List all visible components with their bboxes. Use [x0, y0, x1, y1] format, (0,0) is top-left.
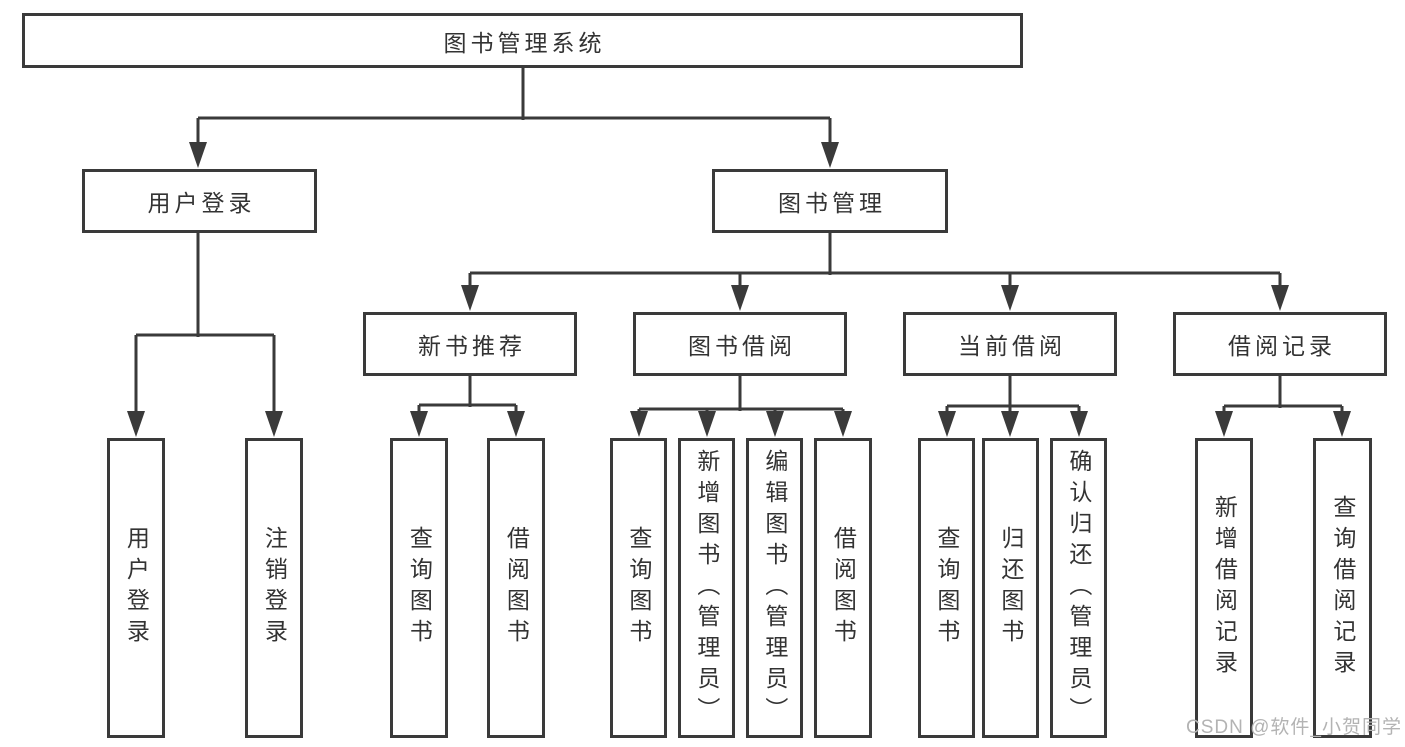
node-label: 新增借阅记录 — [1211, 495, 1238, 681]
node-current-borrowing: 当前借阅 — [903, 312, 1117, 376]
leaf-confirm-return-admin: 确认归还（管理员） — [1050, 438, 1107, 738]
leaf-query-books-recommend: 查询图书 — [390, 438, 448, 738]
node-label: 新增图书（管理员） — [693, 448, 720, 728]
node-label: 图书管理 — [778, 190, 886, 216]
leaf-query-books-current: 查询图书 — [918, 438, 975, 738]
leaf-user-login: 用户登录 — [107, 438, 165, 738]
leaf-query-borrowing-record: 查询借阅记录 — [1313, 438, 1372, 738]
leaf-add-borrowing-record: 新增借阅记录 — [1195, 438, 1253, 738]
watermark: CSDN @软件_小贺同学 — [1186, 717, 1402, 738]
node-label: 查询图书 — [625, 526, 652, 650]
node-label: 借阅记录 — [1228, 333, 1336, 359]
leaf-return-books: 归还图书 — [982, 438, 1039, 738]
node-library-management-system: 图书管理系统 — [22, 13, 1023, 68]
node-label: 查询图书 — [933, 526, 960, 650]
leaf-add-books-admin: 新增图书（管理员） — [678, 438, 735, 738]
node-book-management: 图书管理 — [712, 169, 948, 233]
leaf-borrow-books-recommend: 借阅图书 — [487, 438, 545, 738]
node-label: 新书推荐 — [418, 333, 526, 359]
node-label: 借阅图书 — [830, 526, 857, 650]
node-label: 用户登录 — [147, 190, 256, 216]
node-label: 归还图书 — [997, 526, 1024, 650]
leaf-logout: 注销登录 — [245, 438, 303, 738]
leaf-edit-books-admin: 编辑图书（管理员） — [746, 438, 803, 738]
node-new-book-recommendation: 新书推荐 — [363, 312, 577, 376]
node-label: 当前借阅 — [958, 333, 1066, 359]
node-label: 查询借阅记录 — [1329, 495, 1356, 681]
node-label: 用户登录 — [123, 526, 150, 650]
node-borrowing-records: 借阅记录 — [1173, 312, 1387, 376]
node-label: 查询图书 — [406, 526, 433, 650]
node-book-borrowing: 图书借阅 — [633, 312, 847, 376]
leaf-borrow-books-borrowing: 借阅图书 — [814, 438, 872, 738]
node-user-login: 用户登录 — [82, 169, 317, 233]
leaf-query-books-borrowing: 查询图书 — [610, 438, 667, 738]
node-label: 图书借阅 — [688, 333, 796, 359]
node-label: 借阅图书 — [503, 526, 530, 650]
node-label: 确认归还（管理员） — [1065, 448, 1092, 728]
node-label: 编辑图书（管理员） — [761, 448, 788, 728]
node-label: 注销登录 — [261, 526, 288, 650]
node-label: 图书管理系统 — [443, 29, 606, 56]
